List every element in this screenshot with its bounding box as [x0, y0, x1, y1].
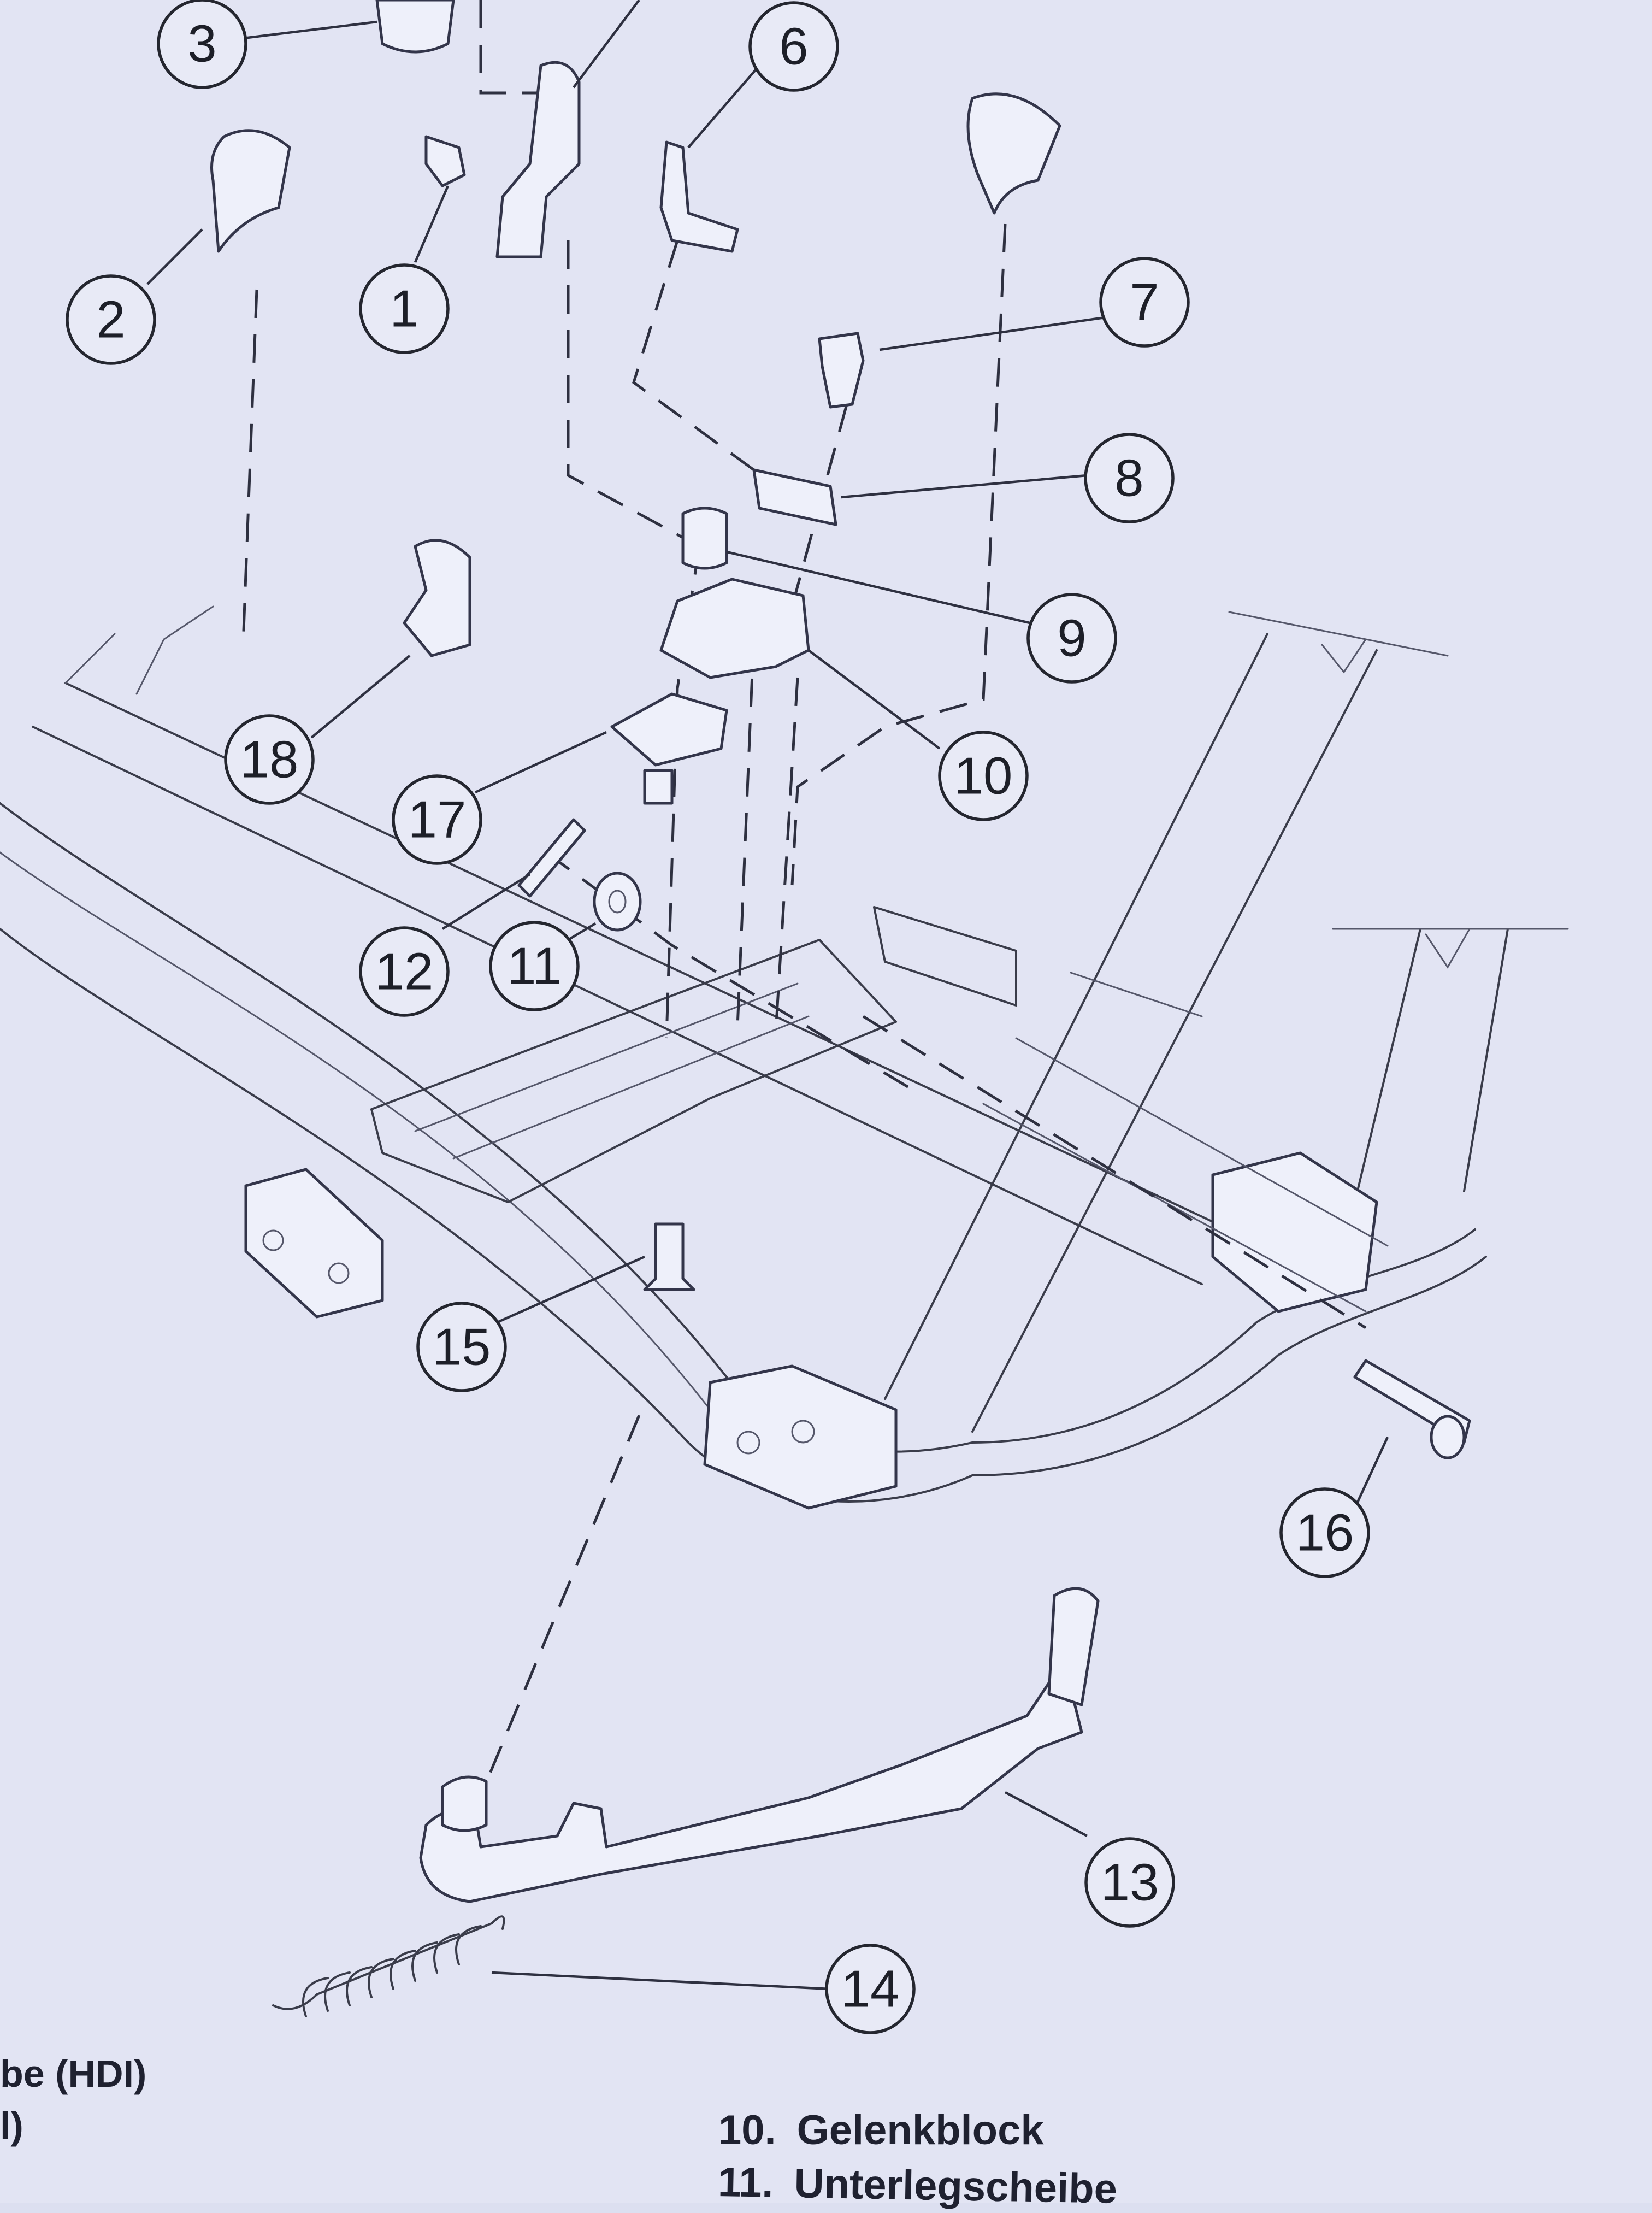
svg-text:18: 18 [240, 731, 299, 789]
legend-item-10: 10. Gelenkblock [718, 2106, 1044, 2154]
legend-item-number: 10. [718, 2107, 776, 2153]
callout-14: 14 [825, 1944, 916, 2034]
svg-text:2: 2 [96, 291, 125, 349]
svg-text:15: 15 [433, 1318, 491, 1376]
legend-left-text-2: l) [0, 2104, 23, 2147]
svg-text:13: 13 [1101, 1853, 1159, 1912]
callout-16: 16 [1279, 1487, 1370, 1578]
svg-text:10: 10 [954, 747, 1013, 805]
part-bushing-3 [375, 0, 455, 54]
part-clip-18 [403, 539, 471, 657]
callout-17: 17 [392, 774, 482, 865]
svg-text:3: 3 [187, 15, 216, 73]
svg-text:7: 7 [1130, 273, 1159, 332]
svg-text:1: 1 [390, 280, 418, 338]
legend-item-label: Gelenkblock [796, 2107, 1044, 2153]
leader-lines [146, 0, 1389, 1991]
callout-15: 15 [416, 1302, 507, 1392]
svg-text:8: 8 [1114, 449, 1143, 508]
legend-left-line-2: l) [0, 2104, 23, 2147]
callout-12: 12 [359, 926, 450, 1017]
svg-text:16: 16 [1296, 1504, 1354, 1562]
svg-text:9: 9 [1057, 609, 1086, 668]
parts [210, 0, 1471, 2017]
part-screw-15 [643, 1222, 695, 1291]
callout-6: 6 [748, 1, 839, 92]
part-pivot-block-10 [659, 578, 810, 679]
part-washer-11 [593, 872, 642, 932]
svg-text:11: 11 [507, 937, 562, 996]
callout-18: 18 [224, 714, 315, 805]
callout-9: 9 [1026, 593, 1117, 684]
callouts: 3 2 1 6 7 8 9 10 11 12 13 14 15 16 17 18 [66, 0, 1370, 2034]
part-washer-8 [752, 468, 837, 526]
part-clip-right [966, 92, 1061, 215]
callout-8: 8 [1084, 433, 1175, 523]
part-plate-17 [610, 692, 728, 767]
part-bolt-7 [818, 332, 865, 409]
part-plate-6 [659, 140, 739, 253]
svg-text:14: 14 [841, 1960, 900, 2018]
legend-left-line-1: be (HDI) [0, 2052, 146, 2096]
callout-7: 7 [1099, 257, 1190, 348]
callout-13: 13 [1084, 1837, 1175, 1928]
svg-text:17: 17 [408, 791, 467, 849]
legend-left-text-1: be (HDI) [0, 2052, 147, 2095]
part-cap-9 [681, 507, 728, 570]
callout-2: 2 [66, 274, 156, 365]
part-bolt-1 [424, 135, 466, 187]
callout-10: 10 [938, 731, 1029, 821]
svg-text:12: 12 [375, 943, 434, 1001]
part-clip-2 [210, 129, 291, 253]
part-pin-12 [517, 818, 586, 898]
part-spring-14 [272, 1922, 493, 2010]
legend-item-11: 11. Unterlegscheibe [717, 2158, 1117, 2213]
legend-item-label: Unterlegscheibe [793, 2160, 1118, 2212]
frame-drawing [0, 605, 1569, 1510]
callout-3: 3 [157, 0, 247, 89]
legend-item-number: 11. [717, 2158, 774, 2206]
callout-11: 11 [489, 921, 580, 1011]
callout-1: 1 [359, 263, 450, 354]
part-lever-upper [495, 61, 581, 258]
svg-text:6: 6 [779, 17, 808, 76]
